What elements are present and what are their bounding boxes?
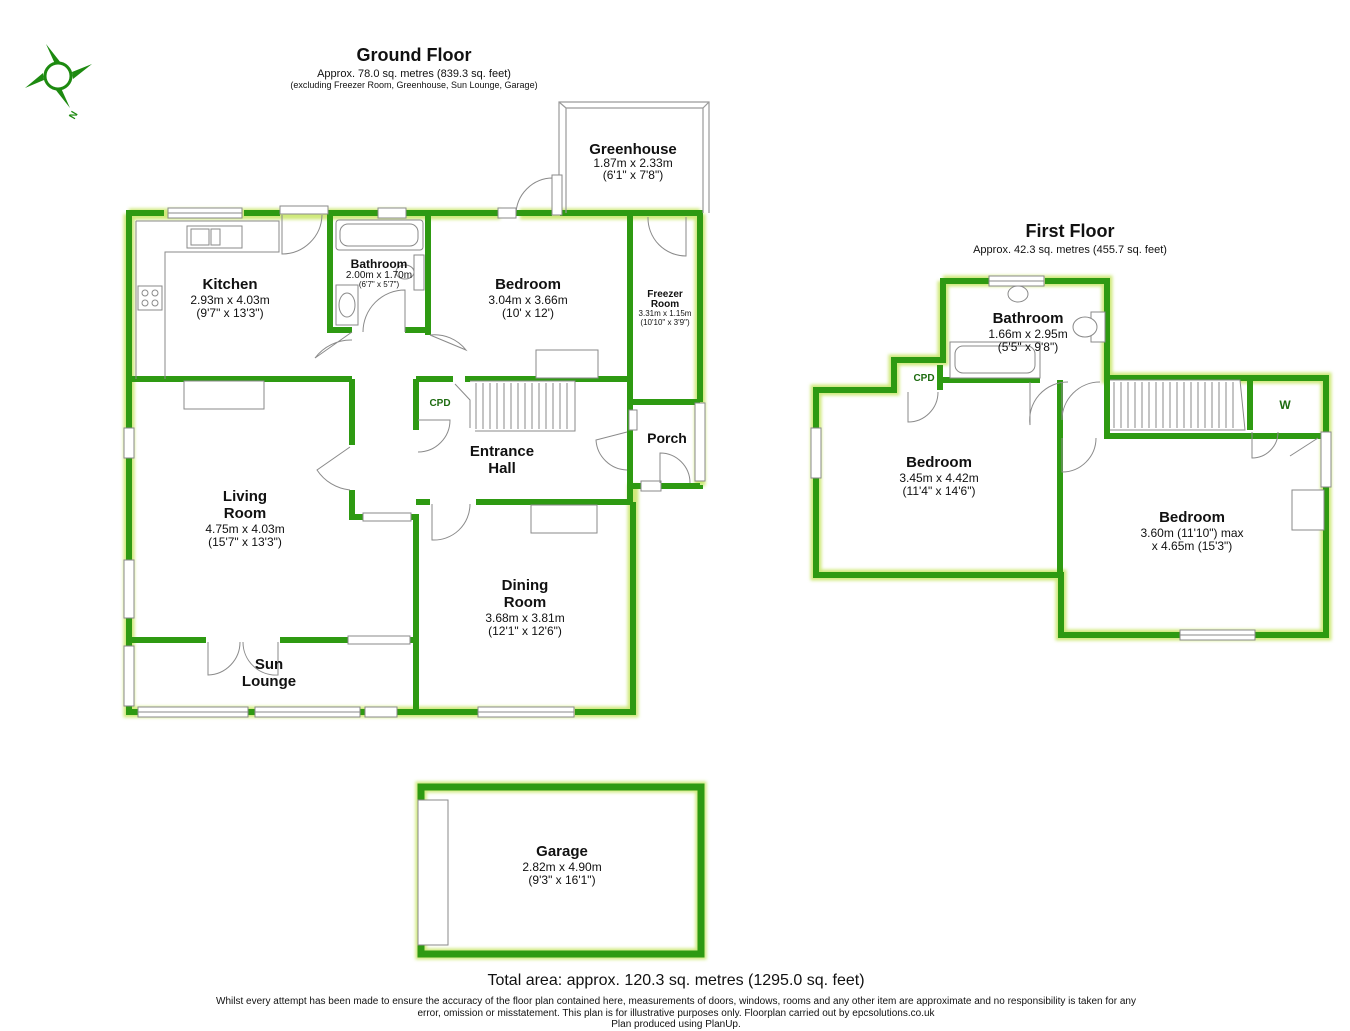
bathroom-gf-imperial: (6'7" x 5'7"): [358, 280, 400, 289]
doors: [207, 174, 1319, 676]
disclaimer-line-2: error, omission or misstatement. This pl…: [417, 1008, 935, 1019]
disclaimer-line-1: Whilst every attempt has been made to en…: [216, 996, 1136, 1007]
garage-metric: 2.82m x 4.90m: [522, 860, 602, 874]
first-floor-title: First Floor: [1025, 221, 1115, 241]
ground-floor-note: (excluding Freezer Room, Greenhouse, Sun…: [290, 80, 538, 90]
compass-icon: [25, 44, 92, 108]
bathroom-gf-metric: 2.00m x 1.70m: [345, 270, 413, 281]
sun-lounge-name-2: Lounge: [241, 673, 297, 690]
bedroom-gf-imperial: (10' x 12'): [502, 306, 554, 320]
bedroom-gf-name: Bedroom: [495, 276, 561, 293]
bathroom-ff-metric: 1.66m x 2.95m: [988, 327, 1068, 341]
greenhouse-walls: [558, 101, 710, 213]
sun-lounge-name-1: Sun: [254, 656, 284, 673]
wardrobe-ff-label: W: [1279, 398, 1291, 412]
kitchen-metric: 2.93m x 4.03m: [190, 293, 270, 307]
first-floor-walls: [813, 278, 1329, 638]
living-room-name-2: Room: [223, 505, 267, 522]
bedroom-gf-metric: 3.04m x 3.66m: [488, 293, 568, 307]
bedroom-ff2-name: Bedroom: [1159, 509, 1225, 526]
living-room-name-1: Living: [222, 488, 268, 505]
dining-room-name-2: Room: [503, 594, 547, 611]
freezer-imperial: (10'10" x 3'9"): [640, 318, 690, 327]
dining-room-imperial: (12'1" x 12'6"): [488, 624, 562, 638]
bedroom-ff1-metric: 3.45m x 4.42m: [899, 471, 979, 485]
ground-floor-area: Approx. 78.0 sq. metres (839.3 sq. feet): [317, 68, 511, 80]
entrance-hall-name-2: Hall: [488, 460, 516, 477]
greenhouse-metric: 1.87m x 2.33m: [593, 156, 673, 170]
cpd-gf-label: CPD: [429, 398, 451, 409]
freezer-name-2: Room: [650, 299, 680, 310]
fixtures: [135, 219, 1325, 946]
bedroom-ff2-imperial: x 4.65m (15'3"): [1151, 539, 1233, 553]
greenhouse-name: Greenhouse: [589, 141, 677, 158]
ground-floor-title: Ground Floor: [356, 45, 472, 65]
walls-glow: [123, 208, 1332, 960]
stairs-first: [1113, 382, 1234, 428]
living-room-metric: 4.75m x 4.03m: [205, 522, 285, 536]
kitchen-name: Kitchen: [202, 276, 258, 293]
bedroom-ff1-imperial: (11'4" x 14'6"): [902, 484, 976, 498]
total-area: Total area: approx. 120.3 sq. metres (12…: [487, 972, 865, 989]
bathroom-ff-imperial: (5'5" x 9'8"): [997, 340, 1059, 354]
garage-imperial: (9'3" x 16'1"): [528, 873, 596, 887]
bedroom-ff2-metric: 3.60m (11'10") max: [1140, 526, 1244, 540]
greenhouse-imperial: (6'1" x 7'8"): [602, 168, 664, 182]
porch-name: Porch: [647, 430, 687, 446]
kitchen-imperial: (9'7" x 13'3"): [196, 306, 264, 320]
stairs-ground: [475, 383, 568, 429]
dining-room-name-1: Dining: [501, 577, 549, 594]
garage-name: Garage: [536, 843, 588, 860]
entrance-hall-name-1: Entrance: [469, 443, 535, 460]
bedroom-ff1-name: Bedroom: [906, 454, 972, 471]
cpd-ff-label: CPD: [913, 373, 935, 384]
dining-room-metric: 3.68m x 3.81m: [485, 611, 565, 625]
freezer-name-1: Freezer: [647, 289, 683, 300]
living-room-imperial: (15'7" x 13'3"): [208, 535, 282, 549]
bathroom-ff-name: Bathroom: [992, 310, 1064, 327]
first-floor-area: Approx. 42.3 sq. metres (455.7 sq. feet): [973, 244, 1167, 256]
disclaimer-line-3: Plan produced using PlanUp.: [611, 1019, 741, 1030]
freezer-metric: 3.31m x 1.15m: [638, 309, 692, 318]
bathroom-gf-name: Bathroom: [350, 257, 408, 271]
windows: [123, 207, 1332, 718]
